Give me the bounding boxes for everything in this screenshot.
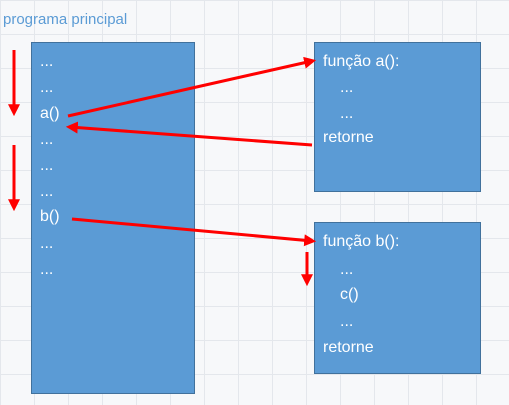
function-b-line-1: ... (340, 261, 354, 278)
main-line-9: ... (40, 261, 54, 278)
main-line-call-a: a() (40, 105, 60, 122)
main-line-6: ... (40, 183, 54, 200)
main-line-8: ... (40, 235, 54, 252)
function-a-return: retorne (323, 129, 374, 146)
function-b-return: retorne (323, 339, 374, 356)
main-program-box (31, 42, 195, 394)
function-a-header: função a(): (323, 53, 400, 70)
function-b-box (314, 222, 481, 374)
main-line-5: ... (40, 157, 54, 174)
main-line-4: ... (40, 131, 54, 148)
return-a-arrow (65, 121, 313, 147)
function-a-line-2: ... (340, 105, 354, 122)
main-line-call-b: b() (40, 208, 60, 225)
call-b-arrow (71, 217, 317, 247)
function-a-line-1: ... (340, 79, 354, 96)
diagram-title: programa principal (3, 11, 128, 28)
function-b-call-c: c() (340, 286, 359, 303)
main-line-1: ... (40, 53, 54, 70)
function-a-box (314, 42, 481, 192)
call-a-arrow (67, 56, 317, 118)
function-b-line-3: ... (340, 313, 354, 330)
function-b-header: função b(): (323, 233, 400, 250)
main-line-2: ... (40, 79, 54, 96)
